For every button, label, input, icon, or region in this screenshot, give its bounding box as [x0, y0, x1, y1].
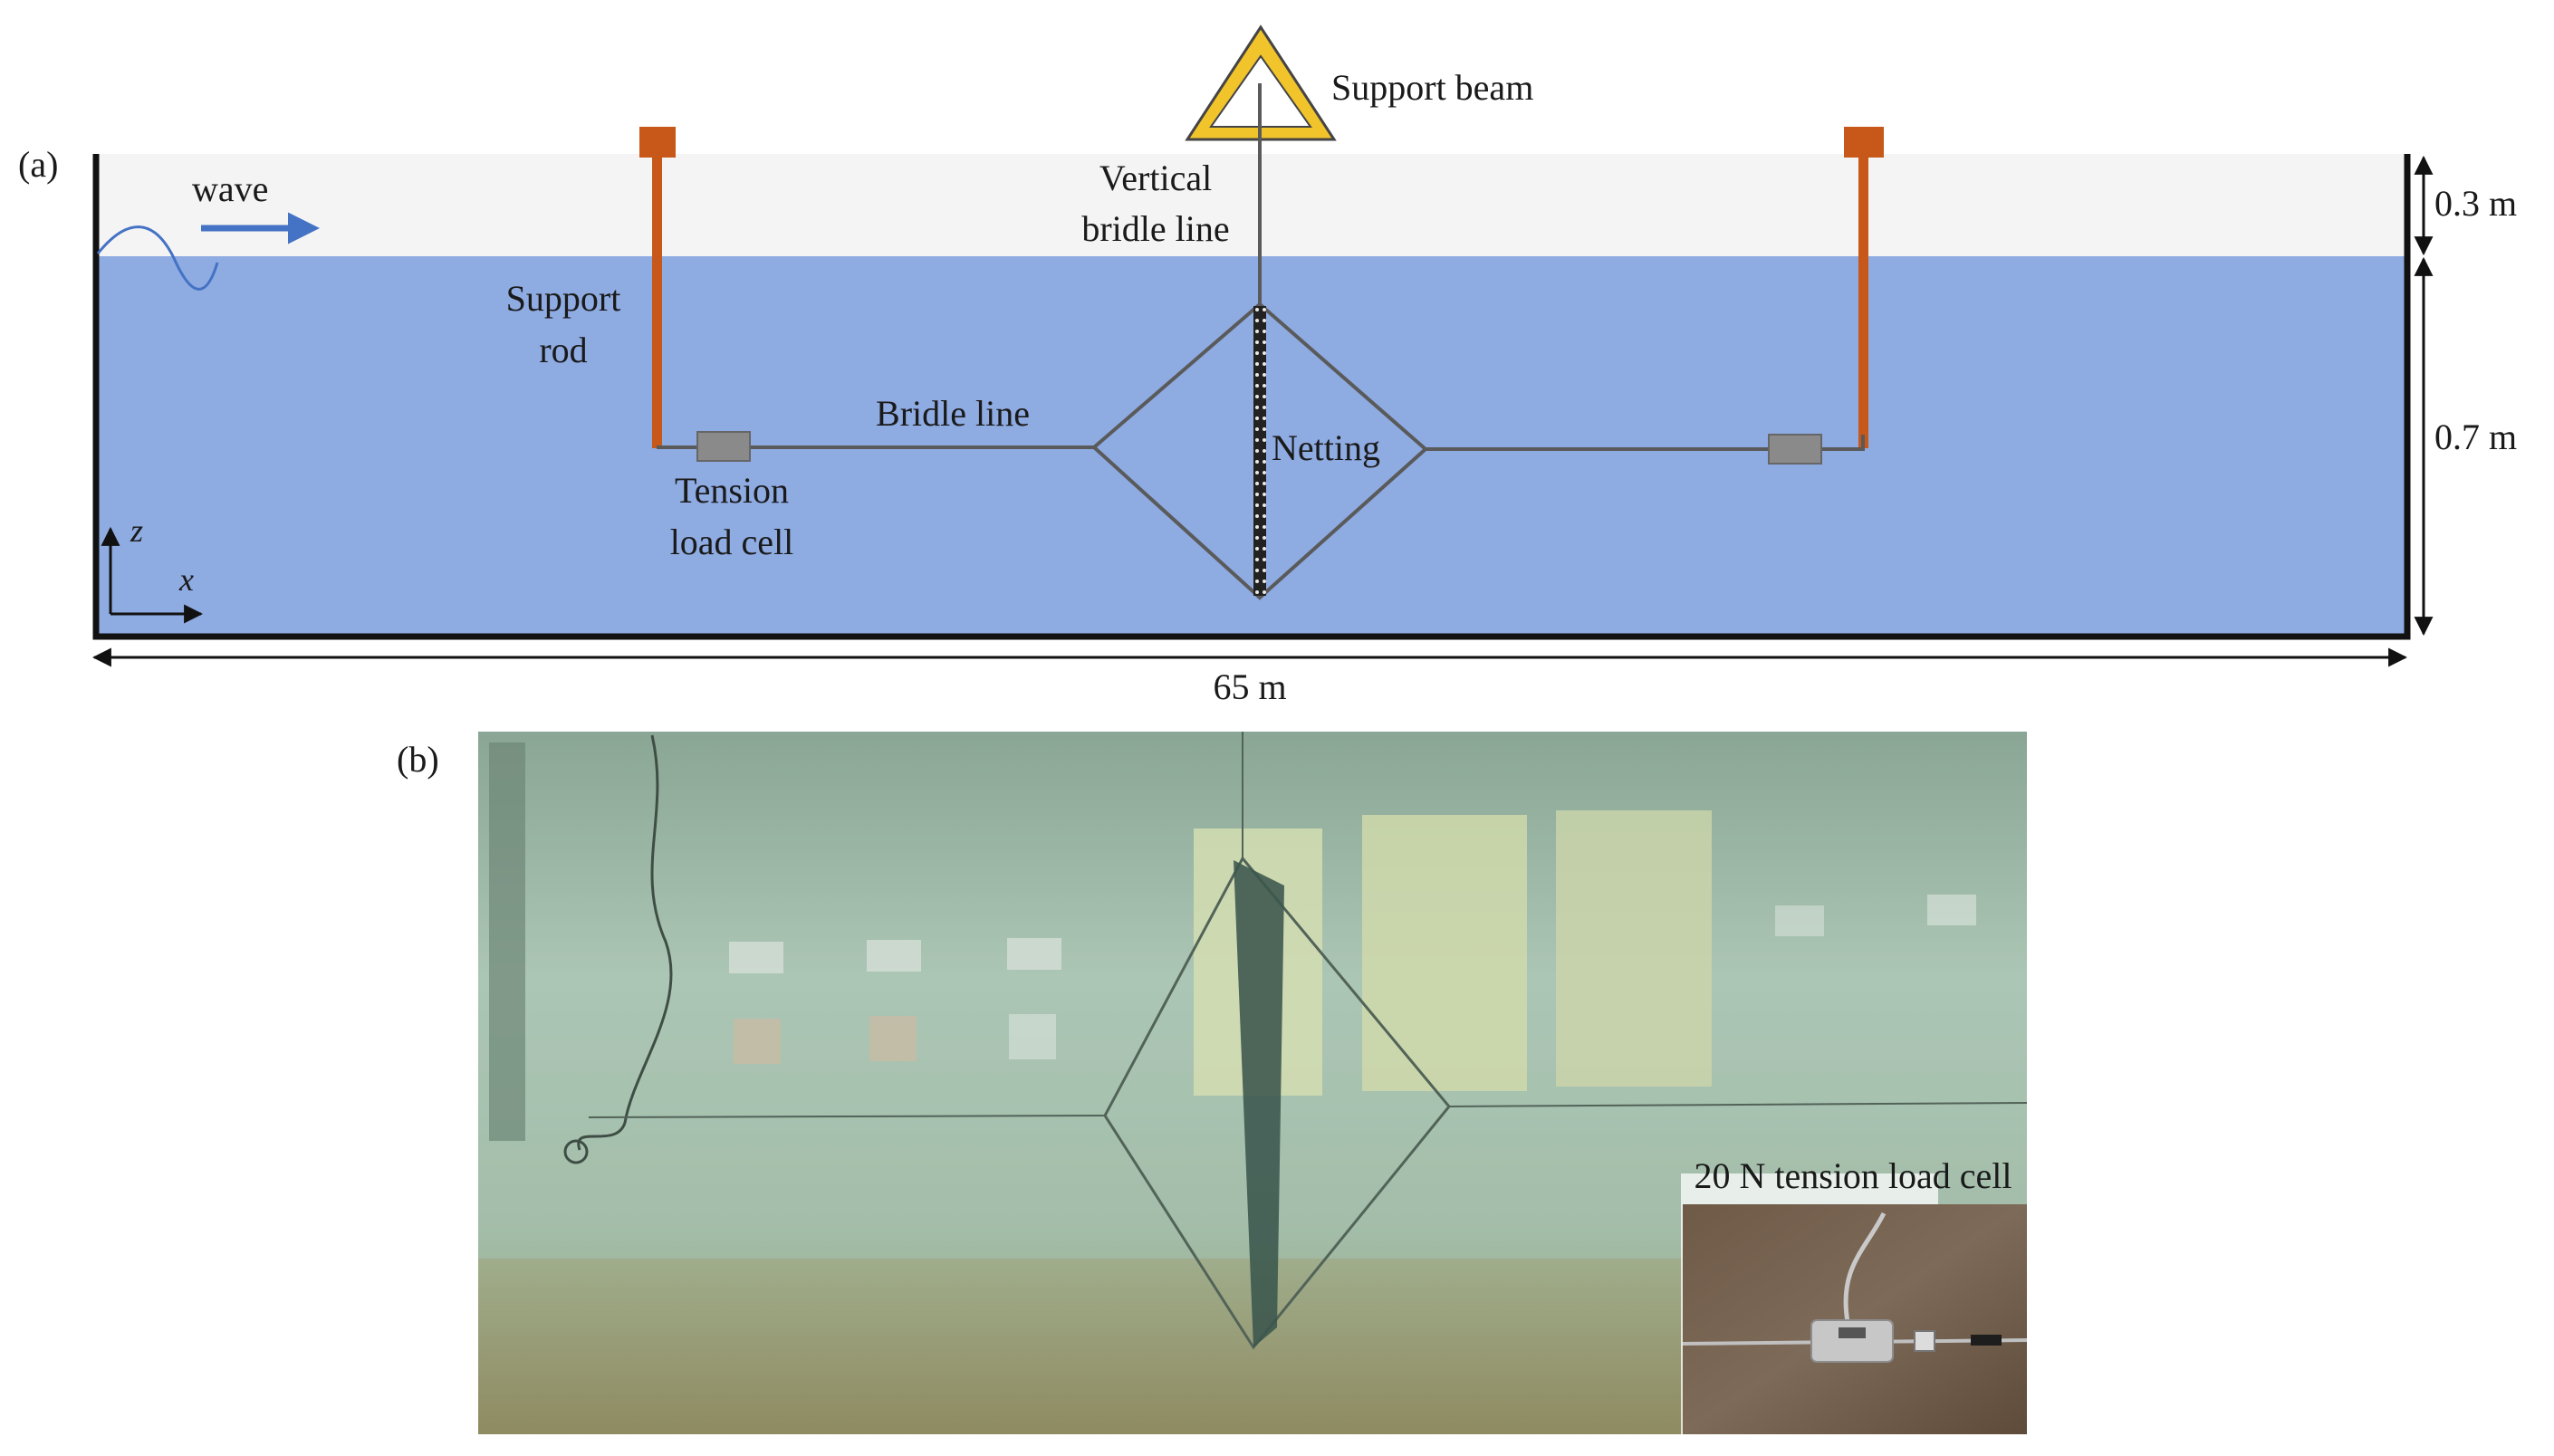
tension-load-cell-left	[696, 431, 751, 462]
inset-load-cell-body	[1810, 1319, 1894, 1363]
netting-label: Netting	[1272, 427, 1380, 468]
support-rod-right	[1858, 154, 1868, 448]
tension-load-cell-right	[1768, 434, 1822, 465]
support-rod-left	[652, 154, 662, 448]
x-axis-label: x	[178, 561, 194, 598]
tension-load-cell-label-line2: load cell	[670, 522, 794, 562]
panel-b-photo: (b)	[397, 732, 2028, 1436]
bridle-line-label: Bridle line	[876, 393, 1030, 434]
z-axis-label: z	[130, 512, 143, 549]
netting	[1253, 306, 1266, 596]
tension-load-cell-label-line1: Tension	[675, 470, 789, 511]
window-bright-center	[1362, 815, 1527, 1091]
air-gap-region	[94, 154, 2407, 256]
panel-a-schematic: (a) wave Support beam Vertical bridle li…	[18, 24, 2517, 707]
vertical-bridle-label-line2: bridle line	[1081, 208, 1229, 249]
water-region	[94, 256, 2407, 637]
support-rod-left-cap	[639, 127, 676, 158]
dim-air-gap-label: 0.3 m	[2434, 183, 2517, 224]
load-cell-inset: 20 N tension load cell	[1681, 1155, 2028, 1436]
wave-label: wave	[192, 168, 268, 209]
vertical-bridle-label-line1: Vertical	[1099, 158, 1212, 198]
panel-a-label: (a)	[18, 144, 58, 185]
tank-outline	[92, 154, 2411, 640]
support-rod-label-line2: rod	[539, 330, 587, 370]
bridle-line-right	[1426, 435, 1865, 451]
inset-caption: 20 N tension load cell	[1694, 1155, 2012, 1196]
support-beam-label: Support beam	[1331, 67, 1533, 108]
photo-netting	[1234, 860, 1284, 1347]
dim-length-label: 65 m	[1213, 666, 1286, 707]
diamond-bridle-frame	[1090, 302, 1429, 600]
window-bright-right	[1556, 810, 1712, 1087]
support-rod-right-cap	[1844, 127, 1884, 158]
panel-b-label: (b)	[397, 739, 439, 780]
dim-water-depth-label: 0.7 m	[2434, 417, 2517, 457]
support-rod-label-line1: Support	[506, 278, 621, 319]
incident-wave	[96, 225, 219, 291]
